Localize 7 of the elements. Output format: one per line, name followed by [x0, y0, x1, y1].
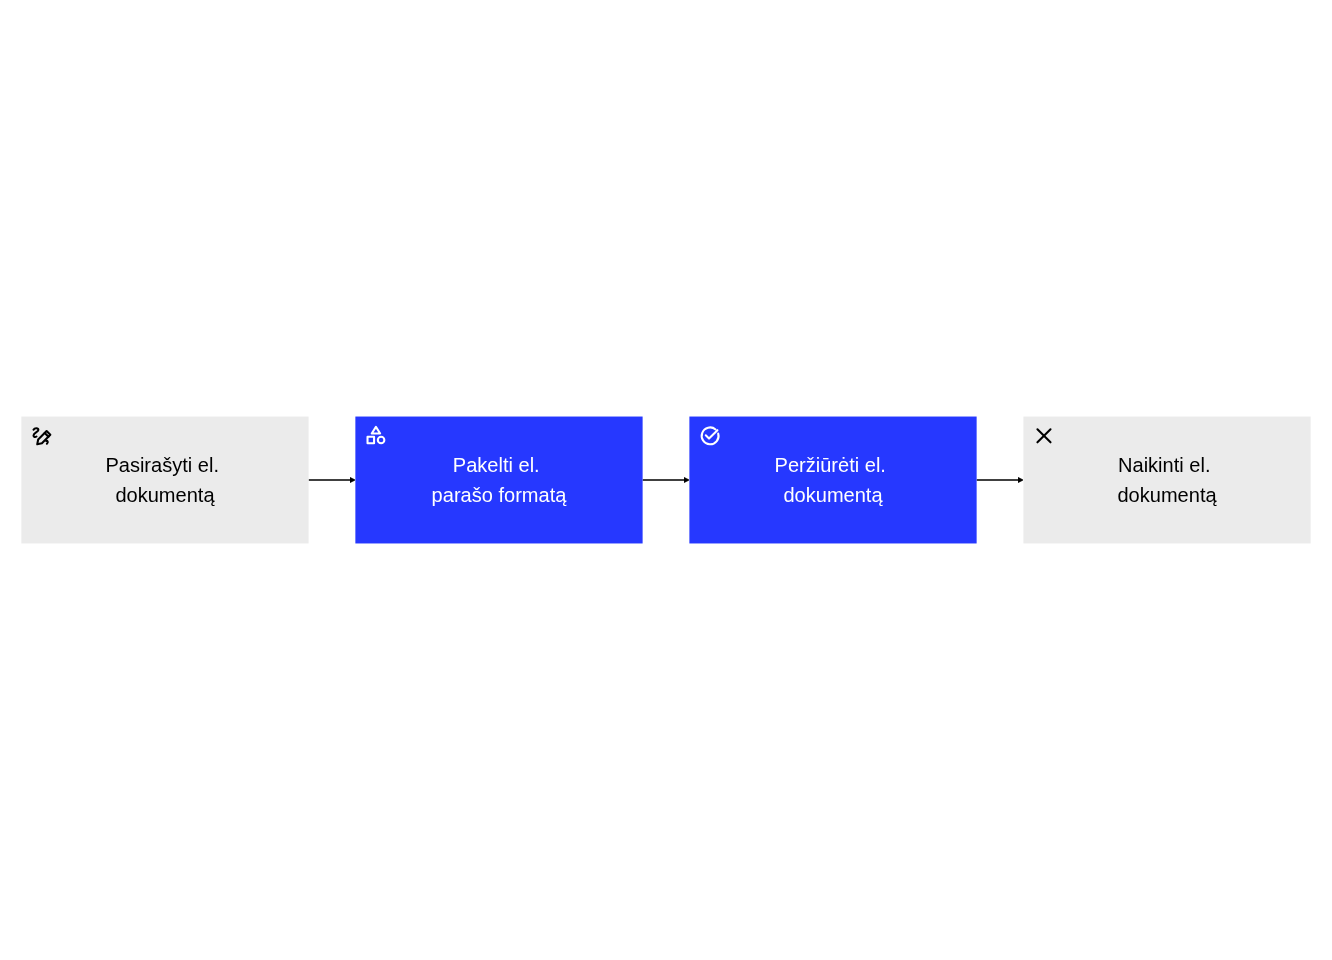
- node-box: Pasirašyti el. dokumentą: [21, 416, 309, 544]
- node-box: Pakelti el. parašo formatą: [355, 416, 643, 544]
- arrow: [307, 477, 356, 483]
- node-box: Peržiūrėti el. dokumentą: [689, 416, 977, 544]
- node-box: Naikinti el. dokumentą: [1023, 416, 1311, 544]
- arrow: [975, 477, 1024, 483]
- arrow: [641, 477, 690, 483]
